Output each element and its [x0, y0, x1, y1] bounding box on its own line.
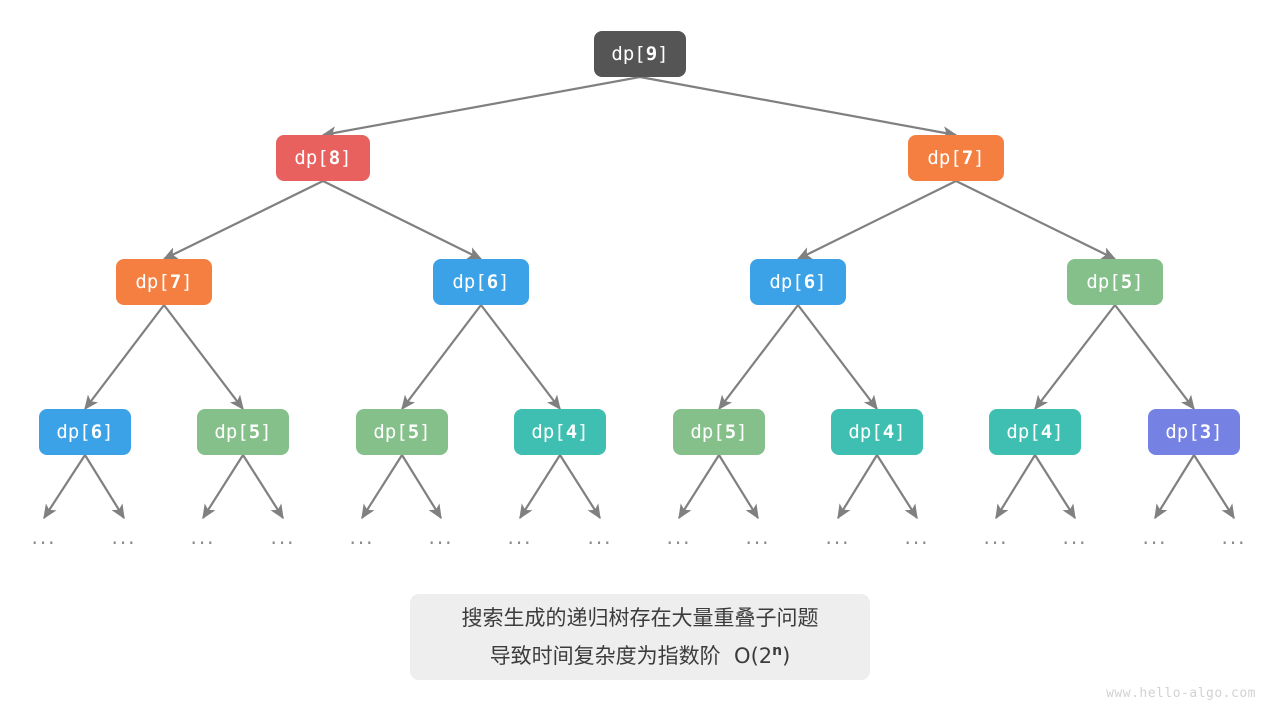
tree-edge: [837, 454, 878, 520]
ellipsis-node: ...: [428, 525, 454, 549]
tree-edge: [242, 454, 284, 520]
tree-node-label: dp[5]: [373, 421, 431, 443]
tree-node-dp5[interactable]: dp[5]: [356, 409, 448, 455]
caption-line-2-close: ): [782, 643, 791, 668]
tree-node-dp7[interactable]: dp[7]: [908, 135, 1004, 181]
tree-edge: [321, 75, 641, 139]
tree-node-dp7[interactable]: dp[7]: [116, 259, 212, 305]
tree-edge: [955, 180, 1117, 260]
tree-node-dp5[interactable]: dp[5]: [197, 409, 289, 455]
tree-edge: [480, 304, 561, 411]
tree-node-dp5[interactable]: dp[5]: [673, 409, 765, 455]
tree-edge: [639, 75, 958, 139]
caption-line-2: 导致时间复杂度为指数阶 O(2n): [490, 635, 791, 673]
ellipsis-node: ...: [904, 525, 930, 549]
tree-edge: [322, 180, 483, 260]
ellipsis-node: ...: [825, 525, 851, 549]
ellipsis-node: ...: [745, 525, 771, 549]
caption-exponent: n: [772, 642, 783, 659]
tree-node-label: dp[8]: [294, 147, 352, 169]
tree-edge: [202, 454, 244, 520]
ellipsis-node: ...: [31, 525, 57, 549]
ellipsis-node: ...: [507, 525, 533, 549]
caption-box: 搜索生成的递归树存在大量重叠子问题 导致时间复杂度为指数阶 O(2n): [410, 594, 870, 680]
tree-edge: [519, 454, 561, 520]
tree-node-label: dp[5]: [214, 421, 272, 443]
tree-node-dp9[interactable]: dp[9]: [594, 31, 686, 77]
tree-edge: [401, 454, 442, 520]
ellipsis-node: ...: [349, 525, 375, 549]
ellipsis-node: ...: [111, 525, 137, 549]
tree-node-label: dp[5]: [690, 421, 748, 443]
tree-edge: [1154, 454, 1195, 520]
tree-edge: [1034, 304, 1116, 411]
tree-edge: [796, 180, 957, 260]
tree-edge: [43, 454, 86, 520]
ellipsis-node: ...: [270, 525, 296, 549]
tree-node-label: dp[6]: [452, 271, 510, 293]
tree-node-dp4[interactable]: dp[4]: [514, 409, 606, 455]
tree-edge: [559, 454, 601, 520]
tree-edge: [718, 304, 799, 411]
tree-edge: [718, 454, 759, 520]
tree-node-label: dp[7]: [927, 147, 985, 169]
tree-node-dp8[interactable]: dp[8]: [276, 135, 370, 181]
tree-node-dp5[interactable]: dp[5]: [1067, 259, 1163, 305]
ellipsis-node: ...: [983, 525, 1009, 549]
tree-edge: [797, 304, 878, 411]
tree-edge: [84, 454, 125, 520]
caption-line-1: 搜索生成的递归树存在大量重叠子问题: [461, 605, 819, 630]
tree-node-label: dp[6]: [769, 271, 827, 293]
tree-edge: [1034, 454, 1076, 520]
tree-edge: [162, 180, 324, 260]
tree-edge: [678, 454, 720, 520]
tree-node-label: dp[5]: [1086, 271, 1144, 293]
tree-edge: [995, 454, 1036, 520]
ellipsis-node: ...: [666, 525, 692, 549]
tree-edge: [1193, 454, 1235, 520]
ellipsis-node: ...: [1221, 525, 1247, 549]
tree-node-label: dp[3]: [1165, 421, 1223, 443]
tree-edge: [84, 304, 165, 411]
tree-node-dp6[interactable]: dp[6]: [39, 409, 131, 455]
tree-node-label: dp[9]: [611, 43, 669, 65]
caption-line-2-text: 导致时间复杂度为指数阶 O(2: [489, 643, 773, 668]
tree-node-dp4[interactable]: dp[4]: [989, 409, 1081, 455]
tree-node-label: dp[4]: [531, 421, 589, 443]
tree-edge: [163, 304, 244, 411]
tree-edge: [361, 454, 403, 520]
watermark: www.hello-algo.com: [1106, 686, 1256, 701]
ellipsis-node: ...: [1062, 525, 1088, 549]
tree-edge: [401, 304, 482, 411]
tree-node-label: dp[6]: [56, 421, 114, 443]
tree-edge: [876, 454, 918, 520]
tree-node-dp4[interactable]: dp[4]: [831, 409, 923, 455]
ellipsis-node: ...: [587, 525, 613, 549]
ellipsis-node: ...: [190, 525, 216, 549]
ellipsis-node: ...: [1142, 525, 1168, 549]
tree-node-dp6[interactable]: dp[6]: [750, 259, 846, 305]
tree-node-label: dp[4]: [848, 421, 906, 443]
tree-node-dp6[interactable]: dp[6]: [433, 259, 529, 305]
tree-edge: [1114, 304, 1195, 411]
tree-node-dp3[interactable]: dp[3]: [1148, 409, 1240, 455]
tree-node-label: dp[7]: [135, 271, 193, 293]
tree-node-label: dp[4]: [1006, 421, 1064, 443]
